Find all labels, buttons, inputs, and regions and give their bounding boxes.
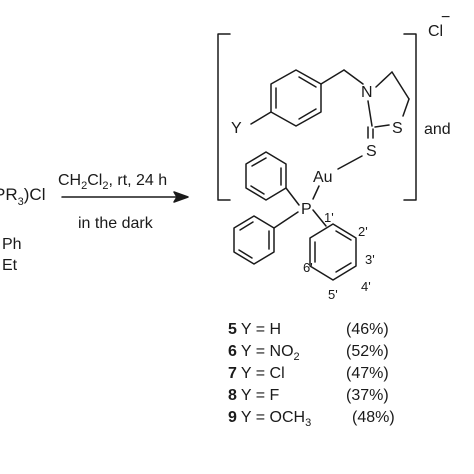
reactant-pr: PR: [0, 185, 18, 204]
reactant-r-ph: Ph: [2, 236, 22, 253]
conjunction-and: and: [424, 121, 451, 138]
bond-s-au: [337, 155, 363, 170]
conditions-above: CH2Cl2, rt, 24 h: [58, 172, 167, 192]
phenyl-ll-double-3: [239, 221, 254, 231]
bond-ring-ch2: [320, 69, 345, 85]
bond-au-p: [312, 185, 320, 200]
compound-yield: (37%): [346, 387, 389, 404]
atom-p: P: [301, 201, 312, 218]
bond-p-phenyl-ul: [285, 187, 300, 206]
bond-c4-c5: [391, 71, 410, 100]
atom-s-ring: S: [392, 120, 403, 137]
reactant-tail: )Cl: [24, 185, 46, 204]
phenyl-ul-double-3: [250, 185, 265, 195]
bond-c2-n: [367, 100, 373, 127]
counterion-charge: −: [441, 9, 450, 26]
phenyl-right: [309, 223, 357, 281]
pos-1prime: 1': [324, 210, 334, 225]
compound-yield: (46%): [346, 321, 389, 338]
compound-yield: (48%): [352, 409, 395, 426]
pos-6prime: 6': [303, 260, 313, 275]
atom-n: N: [361, 84, 373, 101]
reactant-sub3: 3: [18, 196, 24, 208]
compound-yield: (52%): [346, 343, 389, 360]
benzyl-ring-double-1: [298, 76, 317, 88]
benzyl-ring-double-2: [298, 108, 317, 120]
bond-ring-y: [250, 111, 272, 125]
reactant-formula: PR3)Cl: [0, 185, 45, 208]
bond-s-c2: [374, 124, 390, 128]
phenyl-lower-left: [233, 215, 275, 265]
benzyl-ring: [270, 69, 322, 127]
reaction-arrow-head: [173, 191, 189, 203]
pos-2prime: 2': [358, 224, 368, 239]
phenyl-ul-double-1: [251, 157, 267, 167]
phenyl-upper-left: [245, 151, 287, 201]
conditions-below: in the dark: [78, 215, 154, 232]
reactant-r-et: Et: [2, 257, 18, 274]
counterion-cl: Cl: [428, 23, 443, 40]
bond-n-c4: [375, 71, 393, 88]
compound-yield: (47%): [346, 365, 389, 382]
atom-au: Au: [313, 169, 333, 186]
atom-s-thione: S: [366, 143, 377, 160]
phenyl-ll-double-2: [238, 249, 253, 259]
bond-ch2-n: [343, 69, 364, 85]
pos-4prime: 4': [361, 279, 371, 294]
phenyl-r-double-2: [335, 262, 352, 273]
bracket-right: [403, 33, 417, 201]
bracket-left: [217, 33, 231, 201]
bond-c5-s: [402, 98, 410, 117]
atom-y: Y: [231, 120, 242, 137]
bond-p-phenyl-ll: [273, 211, 299, 229]
bond-p-phenyl-r: [312, 209, 327, 227]
pos-3prime: 3': [365, 252, 375, 267]
phenyl-r-double-1: [335, 230, 352, 241]
pos-5prime: 5': [328, 287, 338, 302]
